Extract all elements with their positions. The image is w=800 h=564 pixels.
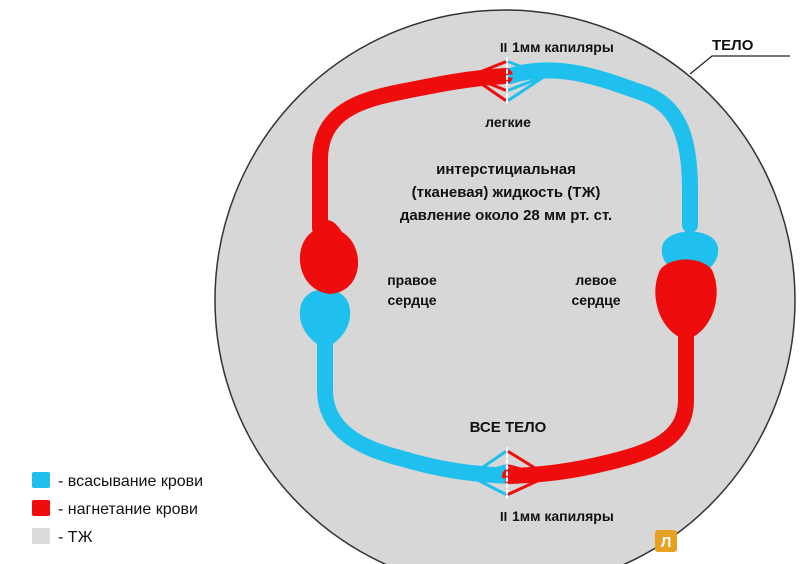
legend-label-injection: - нагнетание крови xyxy=(58,501,198,518)
right-heart-atrium xyxy=(299,289,351,348)
right-heart xyxy=(299,220,359,348)
left-heart xyxy=(655,231,719,340)
legend: - всасывание крови - нагнетание крови - … xyxy=(32,472,203,546)
pulmonary-vein xyxy=(502,62,698,233)
whole-body-label: ВСЕ ТЕЛО xyxy=(470,419,547,436)
legend-swatch-absorption xyxy=(32,472,50,488)
legend-swatch-fluid xyxy=(32,528,50,544)
svg-text:Л: Л xyxy=(661,534,672,551)
left-heart-label-line2: сердце xyxy=(571,292,620,308)
left-heart-label-line1: левое xyxy=(575,272,616,288)
right-heart-label-line2: сердце xyxy=(387,292,436,308)
center-text-line1: интерстициальная xyxy=(436,161,576,178)
book-logo-icon: Л xyxy=(655,530,677,552)
capillary-mark-bottom: II xyxy=(500,509,507,524)
legend-swatch-injection xyxy=(32,500,50,516)
capillaries-top-label: 1мм капиляры xyxy=(512,39,614,55)
capillaries-bottom-label: 1мм капиляры xyxy=(512,508,614,524)
center-text-line3: давление около 28 мм рт. ст. xyxy=(400,207,612,224)
lung-capillaries xyxy=(468,57,547,105)
lungs-label: легкие xyxy=(485,114,531,130)
capillary-mark-top: II xyxy=(500,40,507,55)
right-heart-ventricle xyxy=(299,220,359,294)
body-label-leader xyxy=(689,55,790,75)
pulmonary-artery xyxy=(312,68,513,236)
body-capillaries xyxy=(468,447,550,499)
legend-label-absorption: - всасывание крови xyxy=(58,473,203,490)
body-circle xyxy=(214,9,796,564)
right-heart-label-line1: правое xyxy=(387,272,437,288)
center-text-line2: (тканевая) жидкость (ТЖ) xyxy=(412,184,601,201)
legend-label-fluid: - ТЖ xyxy=(58,529,93,546)
body-label: ТЕЛО xyxy=(712,37,754,54)
left-heart-ventricle xyxy=(655,259,717,340)
